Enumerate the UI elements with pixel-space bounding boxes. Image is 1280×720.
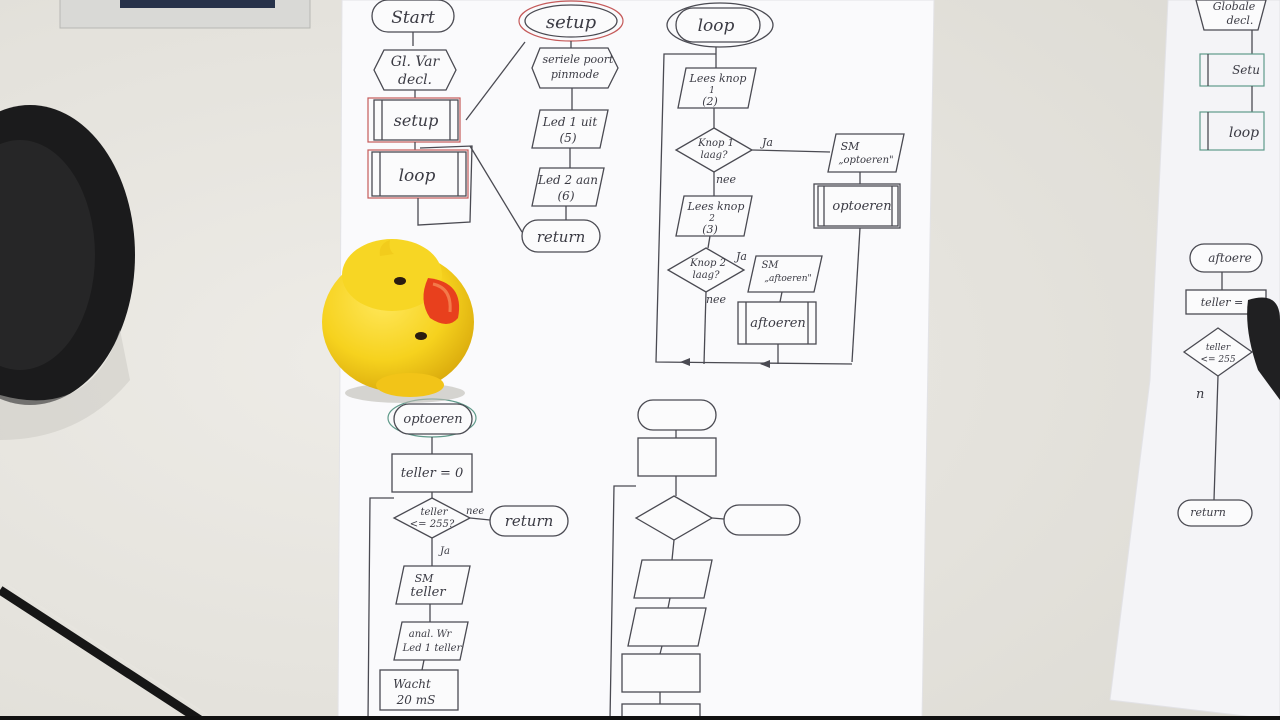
right-dec-line1: teller: [1206, 343, 1231, 353]
loop-sm1-line2: „optoeren": [838, 155, 893, 166]
loop-read2-line3: (3): [702, 223, 718, 236]
right-loop-label: loop: [1229, 125, 1259, 141]
loop-read2-line1: Lees knop: [687, 200, 745, 213]
black-cable: [0, 579, 216, 720]
start-label: Start: [391, 8, 435, 28]
loop-dec1-line1: Knop 1: [697, 138, 734, 149]
optoeren-no-label: nee: [466, 506, 484, 517]
loop-dec2-line1: Knop 2: [689, 258, 726, 269]
loop-yes2-label: Ja: [734, 250, 747, 263]
loop-dec2-line2: laag?: [693, 270, 721, 281]
right-no-label: n: [1196, 387, 1204, 402]
loop-sm1-line1: SM: [841, 140, 861, 153]
rubber-duck: [322, 239, 474, 403]
setup-step2-line1: Led 1 uit: [542, 115, 598, 129]
gl-var-label-2: decl.: [398, 72, 432, 88]
black-reel: [0, 105, 135, 440]
optoeren-title: optoeren: [403, 412, 462, 427]
optoeren-dec-line2: <= 255?: [410, 519, 455, 530]
loop-no1-label: nee: [716, 173, 737, 186]
gl-var-label-1: Gl. Var: [391, 54, 441, 70]
right-return-label: return: [1190, 506, 1226, 519]
right-dec-line2: <= 255: [1200, 355, 1235, 365]
right-global-line2: decl.: [1227, 14, 1254, 27]
loop-call-label: loop: [399, 166, 436, 186]
optoeren-wait-line1: Wacht: [393, 677, 431, 691]
optoeren-init: teller = 0: [401, 466, 464, 481]
loop-sm2-line2: „aftoeren": [764, 274, 811, 284]
loop-read1-line1: Lees knop: [689, 72, 747, 85]
bottom-border: [0, 716, 1280, 720]
left-paper-sheet: Start Gl. Var decl. setup loop setu: [337, 0, 935, 720]
loop-read2-line2: 2: [708, 214, 715, 224]
setup-step1-line2: pinmode: [551, 68, 600, 81]
setup-step3-line1: Led 2 aan: [537, 173, 598, 187]
right-global-line1: Globale: [1213, 0, 1256, 13]
optoeren-sm-line1: SM: [415, 572, 435, 585]
loop-sm2-line1: SM: [761, 260, 779, 271]
setup-flowchart: setup seriele poort pinmode Led 1 uit (5…: [518, 0, 624, 253]
optoeren-yes-label: Ja: [438, 546, 450, 557]
optoeren-flowchart: optoeren teller = 0 teller <= 255? nee r…: [367, 398, 569, 720]
setup-step1-line1: seriele poort: [543, 53, 615, 66]
loop-sub2-label: aftoeren: [750, 316, 806, 331]
optoeren-aw-line1: anal. Wr: [409, 629, 453, 640]
right-setup-label: Setu: [1232, 63, 1260, 77]
setup-step3-line2: (6): [558, 189, 575, 203]
hand-shadow: [1247, 297, 1280, 400]
optoeren-dec-line1: teller: [420, 507, 448, 518]
optoeren-wait-line2: 20 mS: [396, 693, 436, 707]
optoeren-return: return: [505, 512, 554, 530]
blank-flowchart-template: [609, 399, 801, 720]
setup-return-label: return: [537, 228, 586, 246]
loop-read1-line3: (2): [702, 95, 718, 108]
optoeren-sm-line2: teller: [410, 585, 446, 600]
optoeren-aw-line2: Led 1 teller: [402, 643, 463, 654]
loop-flowchart: loop Lees knop 1 (2) Knop 1 laag? Ja SM …: [655, 2, 905, 368]
plastic-box: [59, 0, 311, 29]
loop-sub1-label: optoeren: [832, 199, 891, 214]
loop-no2-label: nee: [706, 293, 727, 306]
loop-dec1-line2: laag?: [701, 150, 729, 161]
setup-call-label: setup: [394, 111, 439, 130]
loop-read1-line2: 1: [709, 86, 715, 96]
loop-yes1-label: Ja: [760, 136, 773, 149]
right-aftoeren-title: aftoere: [1208, 251, 1252, 265]
right-paper-sheet: Globale decl. Setu loop aftoere teller =…: [1109, 0, 1280, 720]
right-init-label: teller =: [1201, 296, 1243, 309]
setup-title: setup: [546, 12, 597, 33]
loop-title: loop: [698, 16, 735, 36]
main-flowchart: Start Gl. Var decl. setup loop: [367, 0, 526, 233]
setup-step2-line2: (5): [560, 131, 577, 145]
